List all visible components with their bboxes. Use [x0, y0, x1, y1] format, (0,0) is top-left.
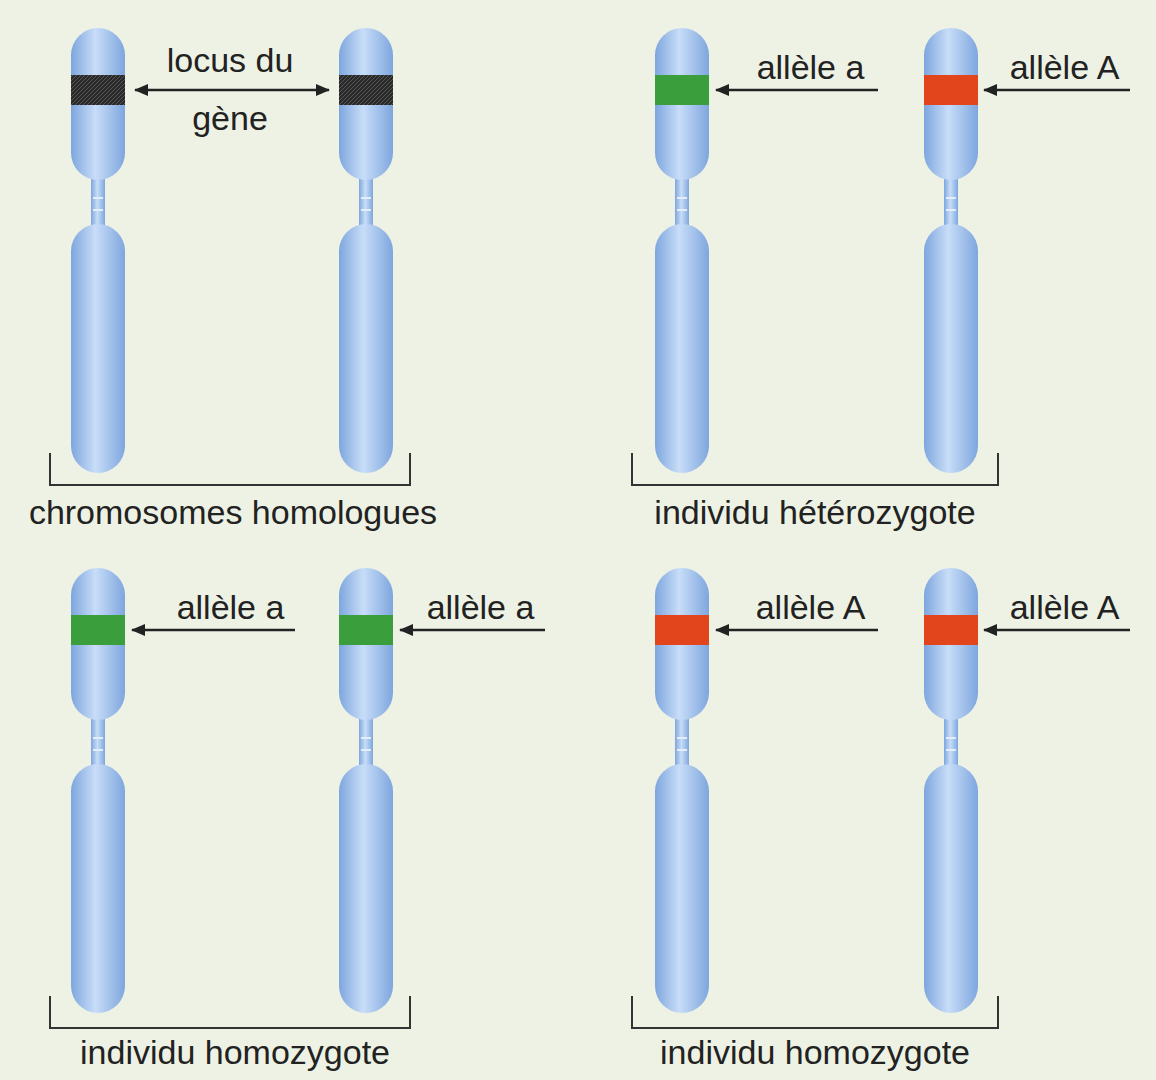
group-caption: individu homozygote [600, 1032, 1030, 1073]
gene-bands [71, 75, 978, 645]
allele-label: allèle A [738, 587, 883, 628]
brackets [50, 453, 998, 1028]
allele-label: allèle a [158, 587, 303, 628]
locus-label: locus du gène [150, 31, 310, 147]
allele-label: allèle A [992, 47, 1137, 88]
leader-arrows [132, 90, 1130, 630]
allele-label: allèle a [408, 587, 553, 628]
allele-label: allèle A [992, 587, 1137, 628]
group-caption: individu hétérozygote [600, 492, 1030, 533]
group-caption: individu homozygote [20, 1032, 450, 1073]
allele-label: allèle a [738, 47, 883, 88]
group-caption: chromosomes homologues [4, 492, 462, 533]
